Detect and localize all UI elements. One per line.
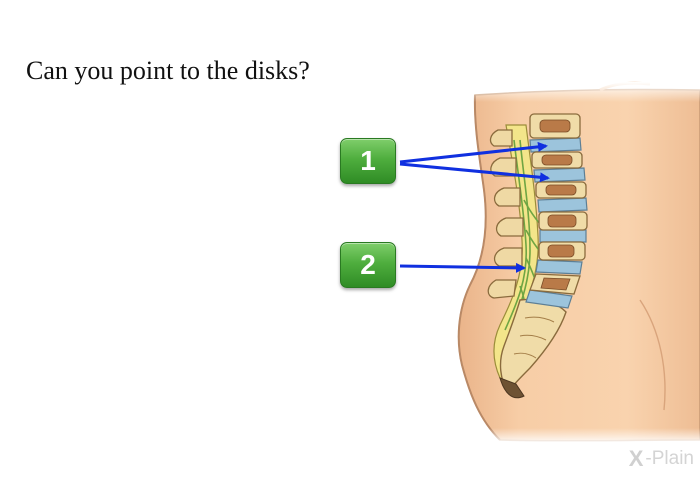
callout-2-button[interactable]: 2 bbox=[340, 242, 396, 288]
brand-mark: X bbox=[628, 446, 644, 471]
brand-name: -Plain bbox=[645, 448, 694, 469]
x-plain-logo: X -Plain bbox=[629, 446, 694, 472]
vertebral-column bbox=[525, 113, 588, 309]
callout-1-button[interactable]: 1 bbox=[340, 138, 396, 184]
pointer-arrows bbox=[399, 141, 550, 273]
arrow-2 bbox=[399, 262, 526, 273]
question-title: Can you point to the disks? bbox=[26, 56, 310, 85]
arrow-1a bbox=[399, 141, 548, 164]
arrow-1b bbox=[399, 162, 550, 183]
sacrum bbox=[499, 298, 567, 394]
coccyx bbox=[499, 377, 525, 399]
